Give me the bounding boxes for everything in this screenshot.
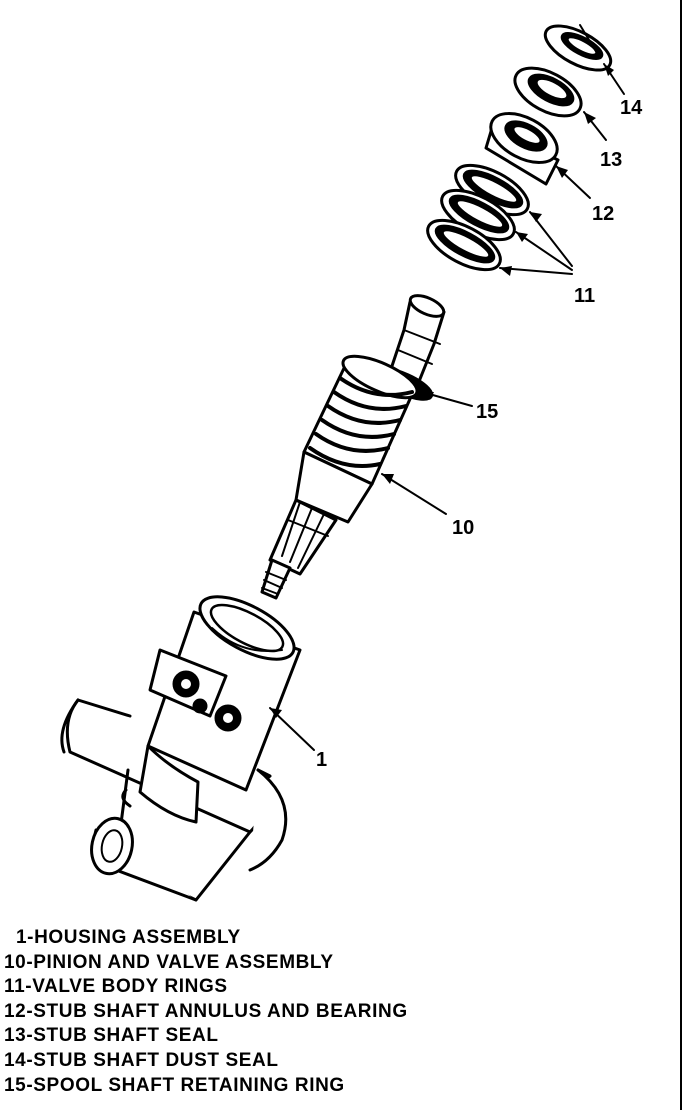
callout-13: 13 — [600, 149, 622, 171]
legend-number: 13 — [4, 1025, 27, 1047]
legend-separator: - — [26, 1049, 34, 1071]
legend-separator: - — [25, 976, 33, 998]
legend-number: 12 — [4, 1000, 27, 1022]
legend-separator: - — [26, 951, 34, 973]
stub-shaft-dust-seal — [543, 24, 613, 72]
legend-label: HOUSING ASSEMBLY — [34, 927, 241, 948]
leader-arrowheads — [270, 64, 614, 718]
legend-item: 10-PINION AND VALVE ASSEMBLY — [4, 951, 408, 976]
legend-label: PINION AND VALVE ASSEMBLY — [33, 951, 334, 973]
legend-item: 13-STUB SHAFT SEAL — [4, 1024, 408, 1049]
legend-item: 14-STUB SHAFT DUST SEAL — [4, 1049, 408, 1074]
legend-label: SPOOL SHAFT RETAINING RING — [33, 1074, 345, 1096]
legend-separator: - — [27, 927, 35, 948]
legend-number: 10 — [4, 951, 27, 973]
stub-shaft-annulus-bearing — [484, 112, 560, 186]
pinion-valve-assembly — [260, 294, 446, 600]
stub-shaft-seal — [513, 66, 583, 118]
callout-12: 12 — [592, 203, 614, 225]
legend-number: 1 — [16, 927, 28, 948]
parts-legend: 1-HOUSING ASSEMBLY 10-PINION AND VALVE A… — [4, 926, 408, 1098]
legend-separator: - — [26, 1025, 34, 1047]
right-border-line — [680, 0, 682, 1110]
legend-separator: - — [26, 1000, 34, 1022]
legend-item: 11-VALVE BODY RINGS — [4, 975, 408, 1000]
legend-label: VALVE BODY RINGS — [32, 976, 228, 998]
leader-lines — [269, 63, 625, 751]
legend-separator: - — [26, 1074, 34, 1096]
legend-number: 15 — [4, 1074, 27, 1096]
callout-15: 15 — [476, 401, 498, 423]
legend-item: 12-STUB SHAFT ANNULUS AND BEARING — [4, 1000, 408, 1025]
legend-item: 15-SPOOL SHAFT RETAINING RING — [4, 1074, 408, 1099]
callout-10: 10 — [452, 517, 474, 539]
housing-assembly — [60, 595, 302, 902]
valve-body-rings — [426, 163, 530, 272]
callout-14: 14 — [620, 97, 643, 119]
legend-number: 11 — [4, 976, 26, 998]
callout-1: 1 — [316, 749, 327, 771]
legend-label: STUB SHAFT DUST SEAL — [33, 1049, 279, 1071]
legend-label: STUB SHAFT SEAL — [33, 1025, 219, 1047]
callout-11: 11 — [574, 285, 595, 307]
legend-number: 14 — [4, 1049, 27, 1071]
legend-label: STUB SHAFT ANNULUS AND BEARING — [33, 1000, 408, 1022]
legend-item: 1-HOUSING ASSEMBLY — [4, 926, 408, 951]
